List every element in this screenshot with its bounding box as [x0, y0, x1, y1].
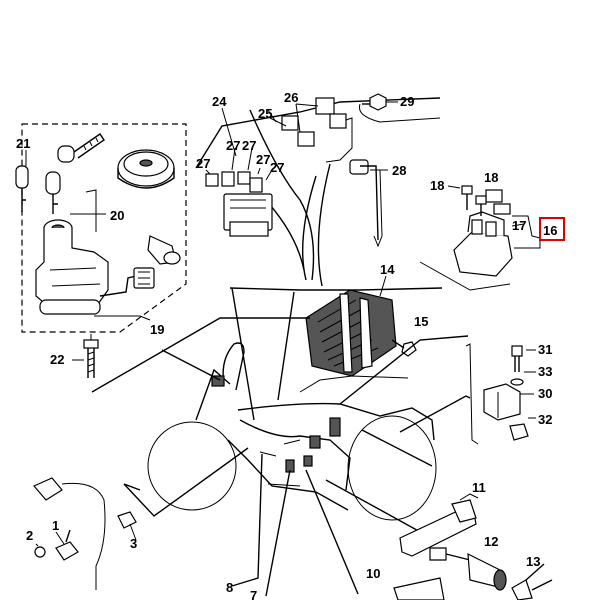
sensor-28	[349, 159, 388, 248]
highlight-box-16	[539, 217, 565, 241]
callout-33: 33	[538, 364, 552, 379]
callout-32: 32	[538, 412, 552, 427]
sensor-1	[33, 477, 137, 590]
callout-11: 11	[472, 480, 486, 495]
callout-8: 8	[226, 580, 233, 595]
sensor-30	[465, 343, 536, 445]
callout-14: 14	[380, 262, 395, 277]
wire-harness	[195, 97, 443, 291]
callout-19: 19	[150, 322, 164, 337]
callout-17: 17	[512, 218, 526, 233]
callout-22: 22	[50, 352, 64, 367]
ignition-switch-set	[15, 123, 187, 378]
callout-27c: 27	[242, 138, 256, 153]
callout-28: 28	[392, 163, 406, 178]
callout-24: 24	[212, 94, 227, 109]
callout-30: 30	[538, 386, 552, 401]
callout-13: 13	[526, 554, 540, 569]
terminal-13	[511, 563, 553, 600]
bolt-29	[358, 93, 441, 123]
callout-15: 15	[414, 314, 428, 329]
bracket-11	[399, 493, 479, 557]
callout-7: 7	[250, 588, 257, 600]
callout-1: 1	[52, 518, 59, 533]
lock-cap	[117, 149, 175, 189]
callout-18b: 18	[484, 170, 498, 185]
leader-lines	[91, 287, 471, 597]
callout-18: 18	[430, 178, 444, 193]
callout-27b: 27	[226, 138, 240, 153]
relay-assembly	[419, 185, 541, 291]
key-icon	[15, 133, 105, 214]
callout-2: 2	[26, 528, 33, 543]
callout-27d: 27	[256, 152, 270, 167]
battery-10	[393, 577, 445, 600]
callout-27e: 27	[270, 160, 284, 175]
callout-21: 21	[16, 136, 30, 151]
lock-cylinder	[147, 235, 181, 265]
horn-12	[429, 547, 507, 591]
callout-12: 12	[484, 534, 498, 549]
callout-labels: 1 2 3 7 8 10 11 12 13 14 15 16 17 18 18 …	[16, 90, 557, 600]
callout-25: 25	[258, 106, 272, 121]
regulator-rectifier	[305, 275, 417, 377]
motorcycle-outline	[147, 342, 437, 521]
bolt-22	[83, 334, 99, 378]
callout-31: 31	[538, 342, 552, 357]
callout-10: 10	[366, 566, 380, 581]
callout-27a: 27	[196, 156, 210, 171]
callout-20: 20	[110, 208, 124, 223]
callout-16: 16	[543, 223, 557, 238]
callout-29: 29	[400, 94, 414, 109]
ignition-body	[35, 219, 155, 315]
callout-26: 26	[284, 90, 298, 105]
callout-3: 3	[130, 536, 137, 551]
